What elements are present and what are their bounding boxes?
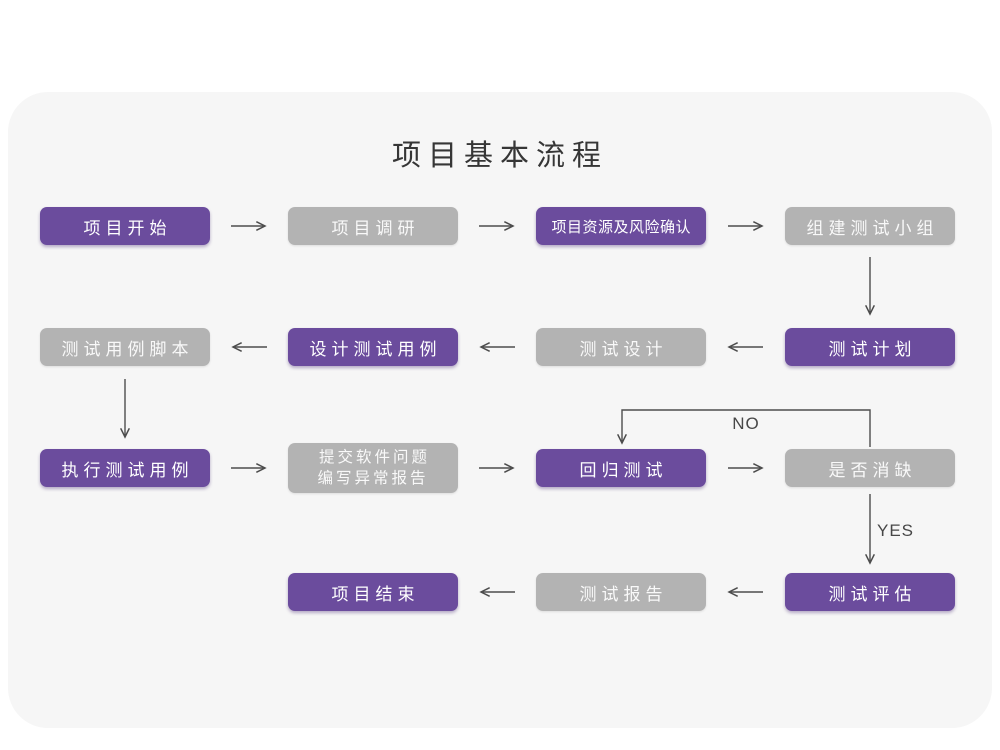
flow-node-submit-issue-report: 提交软件问题 编写异常报告 (288, 443, 458, 493)
flow-node-design-test-cases: 设计测试用例 (288, 328, 458, 366)
flow-node-project-research: 项目调研 (288, 207, 458, 245)
flow-node-test-case-script: 测试用例脚本 (40, 328, 210, 366)
flow-node-defect-cleared: 是否消缺 (785, 449, 955, 487)
flow-node-project-start: 项目开始 (40, 207, 210, 245)
edge-label-yes: YES (877, 521, 915, 540)
flow-node-project-resources-risk: 项目资源及风险确认 (536, 207, 706, 245)
flow-node-build-test-team: 组建测试小组 (785, 207, 955, 245)
page-title: 项目基本流程 (391, 140, 608, 172)
flow-node-execute-test-cases: 执行测试用例 (40, 449, 210, 487)
flow-node-test-evaluation: 测试评估 (785, 573, 955, 611)
edge-label-no: NO (732, 414, 760, 433)
flowchart-card (8, 92, 992, 728)
flow-node-test-report: 测试报告 (536, 573, 706, 611)
flow-node-project-end: 项目结束 (288, 573, 458, 611)
flow-node-regression-test: 回归测试 (536, 449, 706, 487)
flow-node-test-plan: 测试计划 (785, 328, 955, 366)
flow-node-test-design: 测试设计 (536, 328, 706, 366)
